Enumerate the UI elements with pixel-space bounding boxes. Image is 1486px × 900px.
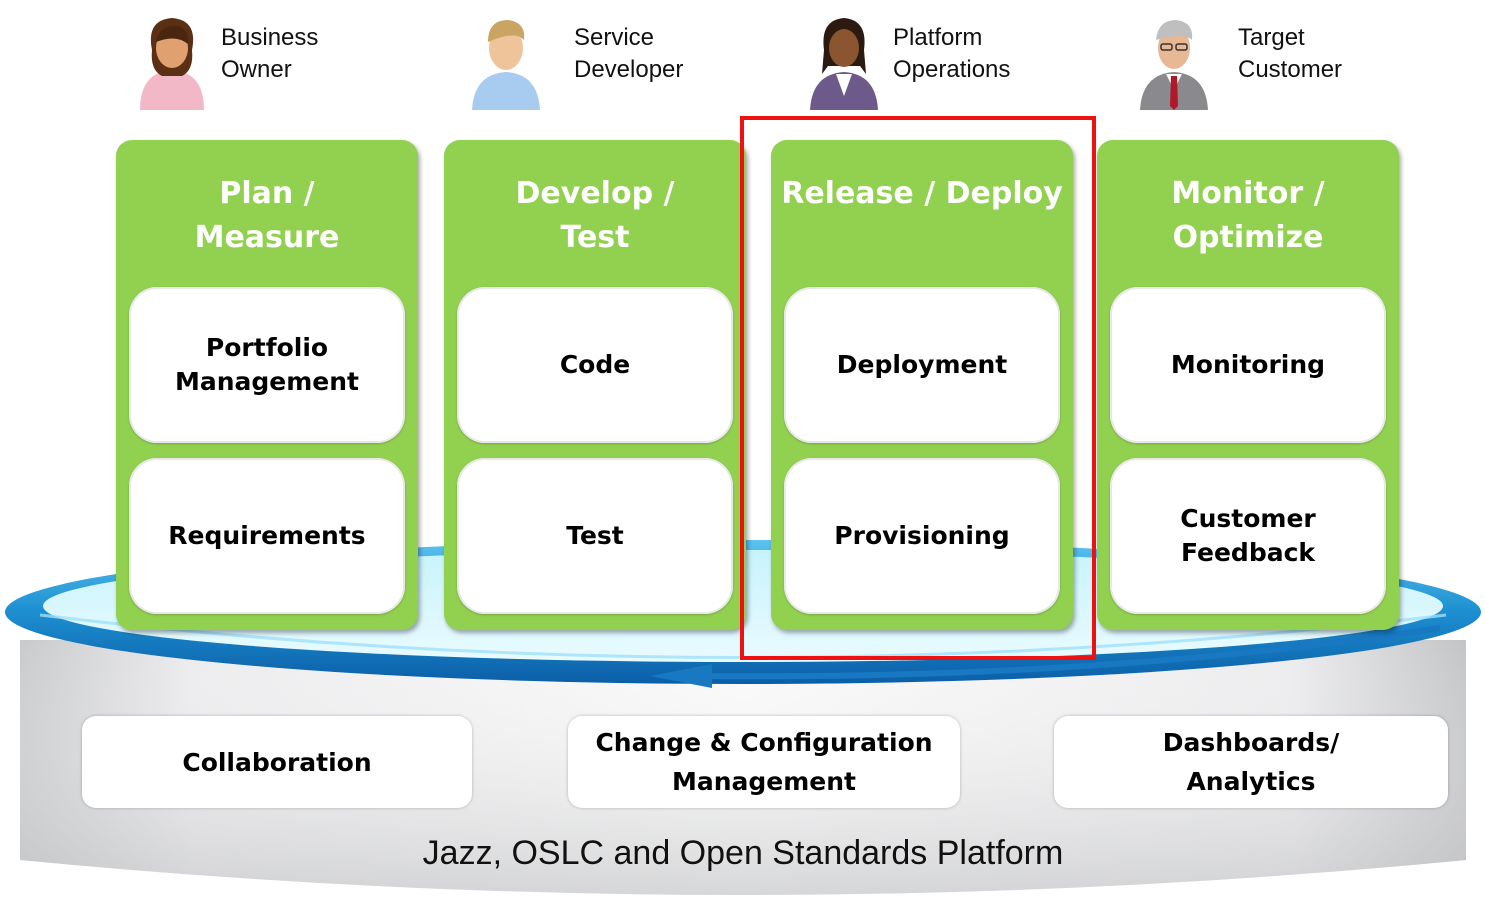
column-title: Plan / Measure [194,176,340,255]
column-title: Release / Deploy [781,176,1063,211]
column-monitor-optimize: Monitor / Optimize Monitoring Customer F… [1097,140,1399,630]
card-portfolio-management: Portfolio Management [129,287,405,443]
persona-service-developer: Service Developer [466,10,726,110]
platform-card-label: Change & Configuration Management [595,728,933,796]
persona-label: Business Owner [221,24,319,83]
platform-card-dashboards-analytics: Dashboards/ Analytics [1054,716,1448,808]
card-deployment: Deployment [784,287,1060,443]
card-requirements: Requirements [129,458,405,614]
card-label: Customer Feedback [1180,504,1316,567]
card-label: Monitoring [1170,350,1326,379]
target-customer-avatar-icon [1140,20,1208,110]
card-label: Portfolio Management [174,333,360,396]
card-code: Code [457,287,733,443]
column-title: Develop / Test [515,176,675,255]
card-label: Requirements [168,521,366,550]
persona-target-customer: Target Customer [1134,10,1394,110]
card-test: Test [457,458,733,614]
platform-card-label: Dashboards/ Analytics [1162,728,1340,796]
card-provisioning: Provisioning [784,458,1060,614]
column-release-deploy: Release / Deploy Deployment Provisioning [771,140,1073,630]
business-owner-avatar-icon [140,18,204,110]
platform-card-collaboration: Collaboration [82,716,472,808]
card-label: Test [566,521,624,550]
column-develop-test: Develop / Test Code Test [444,140,746,630]
card-label: Deployment [836,350,1008,379]
card-label: Code [559,350,631,379]
platform-operations-avatar-icon [810,18,878,110]
card-monitoring: Monitoring [1110,287,1386,443]
column-title: Monitor / Optimize [1171,176,1325,255]
persona-business-owner: Business Owner [132,10,372,110]
persona-label: Target Customer [1238,24,1343,83]
persona-label: Platform Operations [893,24,1011,83]
persona-platform-operations: Platform Operations [804,10,1064,110]
platform-title: Jazz, OSLC and Open Standards Platform [422,834,1064,872]
platform-card-change-configuration: Change & Configuration Management [568,716,960,808]
card-label: Provisioning [834,521,1010,550]
service-developer-avatar-icon [472,20,540,110]
release-deploy-highlight [740,116,1096,660]
column-plan-measure: Plan / Measure Portfolio Management Requ… [116,140,418,630]
persona-label: Service Developer [574,24,684,83]
platform-card-label: Collaboration [182,747,372,777]
card-customer-feedback: Customer Feedback [1110,458,1386,614]
